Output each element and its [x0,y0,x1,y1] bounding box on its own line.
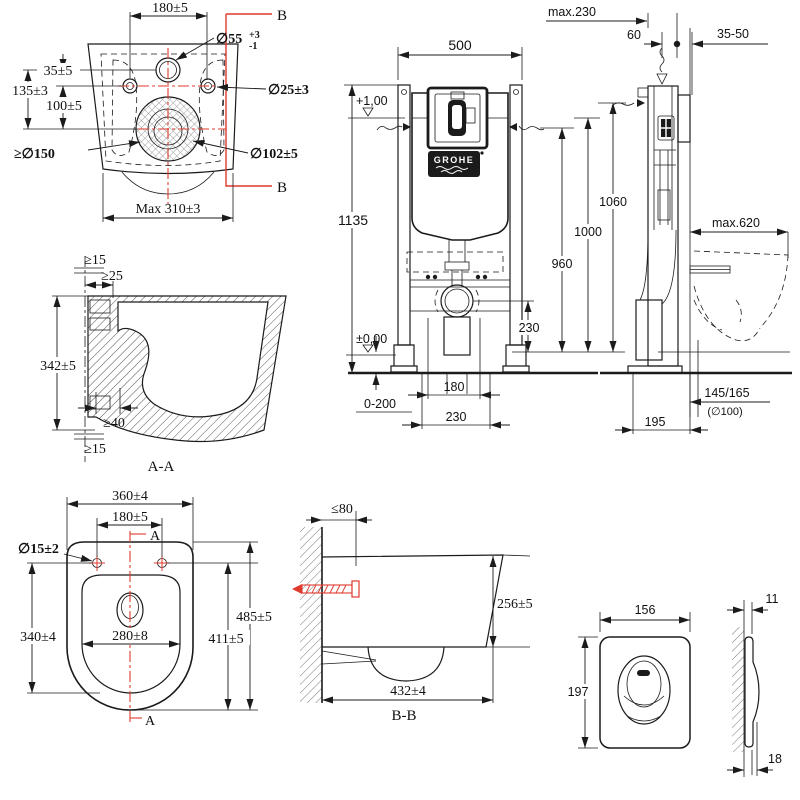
dim-bowl-holes-to-front: 411±5 [208,632,243,647]
dim-h1000: 1000 [574,225,602,239]
dim-bowl-width: 360±4 [112,489,148,504]
dim-clearance: ≥∅150 [14,147,55,162]
wall-anchor-screw [292,580,360,598]
section-line-b [225,13,272,187]
level-arrow-icon-side [611,99,645,107]
dim-h960: 960 [552,257,573,271]
section-title-bb: B-B [391,708,416,724]
dim-aa-height: 342±5 [40,359,76,374]
dim-bowl-hole-pitch: 180±5 [112,510,148,525]
reference-point-dot [673,40,681,48]
section-label-a-bottom: A [145,714,156,729]
dim-bowl-inner-depth: 340±4 [20,630,56,645]
view-section-aa: ≥15 ≥25 342±5 ≥40 ≥15 A-A [33,253,287,475]
dim-plate-thickness: 11 [766,592,779,606]
wall-hatch [300,527,322,703]
dim-bb-depth: 432±4 [390,684,426,699]
dim-level-top: +1,00 [356,94,388,108]
dim-front-offset: 60 [627,28,641,42]
flush-button-slot [637,670,650,676]
dim-aa-flange-min: ≥25 [101,269,123,284]
flush-plate-front [599,636,691,749]
dim-level-floor: ±0,00 [356,332,387,346]
dim-inlet: ∅55 [216,32,242,47]
dim-plate-width: 156 [635,603,656,617]
dim-drain-center: 230 [519,321,540,335]
view-bowl-plan: A A 360±4 180±5 ∅15±2 340±4 280±8 485±5 … [14,489,279,729]
view-frame-front: GROHE +1,00 ±0,00 500 1135 0-200 960 [334,37,790,429]
view-frame-side: max.230 60 35-50 max.620 145/165 (∅100) [546,5,792,434]
dim-bowl-inner-width: 280±8 [112,629,148,644]
dim-fixing-pitch: 230 [446,410,467,424]
grohe-logo: GROHE [428,151,484,177]
dim-h1060: 1060 [599,195,627,209]
flush-plate-side-profile [744,636,760,748]
dim-inlet-tol-up: +3 [249,30,260,41]
dim-holes-to-drain: 100±5 [46,99,82,114]
section-title-aa: A-A [148,459,175,475]
dim-bowl-hole-dia: ∅15±2 [18,542,59,557]
bowl-section-shell [87,295,287,443]
dim-bowl-depth-max: max.620 [712,216,760,230]
dim-max-width: Max 310±3 [136,202,201,217]
dim-frame-width: 500 [448,37,472,53]
level-arrow-icon-left [376,123,411,131]
dim-bowl-depth: 485±5 [236,610,272,625]
view-template-plan: B B 180±5 ∅55 +3 -1 35±5 135±3 100±5 ∅25… [4,1,309,222]
dim-plate-height: 197 [568,685,589,699]
dim-bb-wall-offset: ≤80 [331,502,353,517]
dim-wall-range: 35-50 [717,27,749,41]
dim-floor-range: 0-200 [364,397,396,411]
dim-outlet-dia: (∅100) [707,406,742,418]
dim-aa-bottom-offset: ≥40 [103,416,125,431]
dim-aa-top-min: ≥15 [84,253,106,268]
dim-aa-bottom-min: ≥15 [84,442,106,457]
cistern-outline [411,92,509,241]
section-label-b-top: B [277,8,287,24]
inspection-shaft [426,86,489,150]
dim-drain: ∅102±5 [250,147,298,162]
dim-inlet-offset: 35±5 [44,64,73,79]
bowl-dashed-outline [693,250,789,342]
level-arrow-icon-down [656,47,668,85]
dim-plate-depth: 18 [768,752,782,766]
grohe-logo-text: GROHE [434,155,475,165]
dim-outlet-pitch: 180 [444,380,465,394]
wall-hatch-side [732,627,744,752]
section-label-a-top: A [150,529,161,544]
dim-fixing-holes: ∅25±3 [268,83,309,98]
dim-frame-depth: 195 [645,415,666,429]
view-flush-plate: 156 197 11 18 [563,592,782,777]
valve-icon [657,115,675,141]
section-label-b-bottom: B [277,180,287,196]
dim-inlet-to-drain: 135±3 [12,84,48,99]
dim-outlet-height: 145/165 [704,386,749,400]
dim-hole-pitch: 180±5 [152,1,188,16]
dim-bb-height: 256±5 [497,597,533,612]
dim-inlet-tol-down: -1 [249,41,257,52]
dim-depth-max: max.230 [548,5,596,19]
dim-frame-height: 1135 [338,212,368,228]
level-arrow-icon-right [509,123,545,131]
view-section-bb: ≤80 256±5 432±4 B-B [292,502,533,724]
